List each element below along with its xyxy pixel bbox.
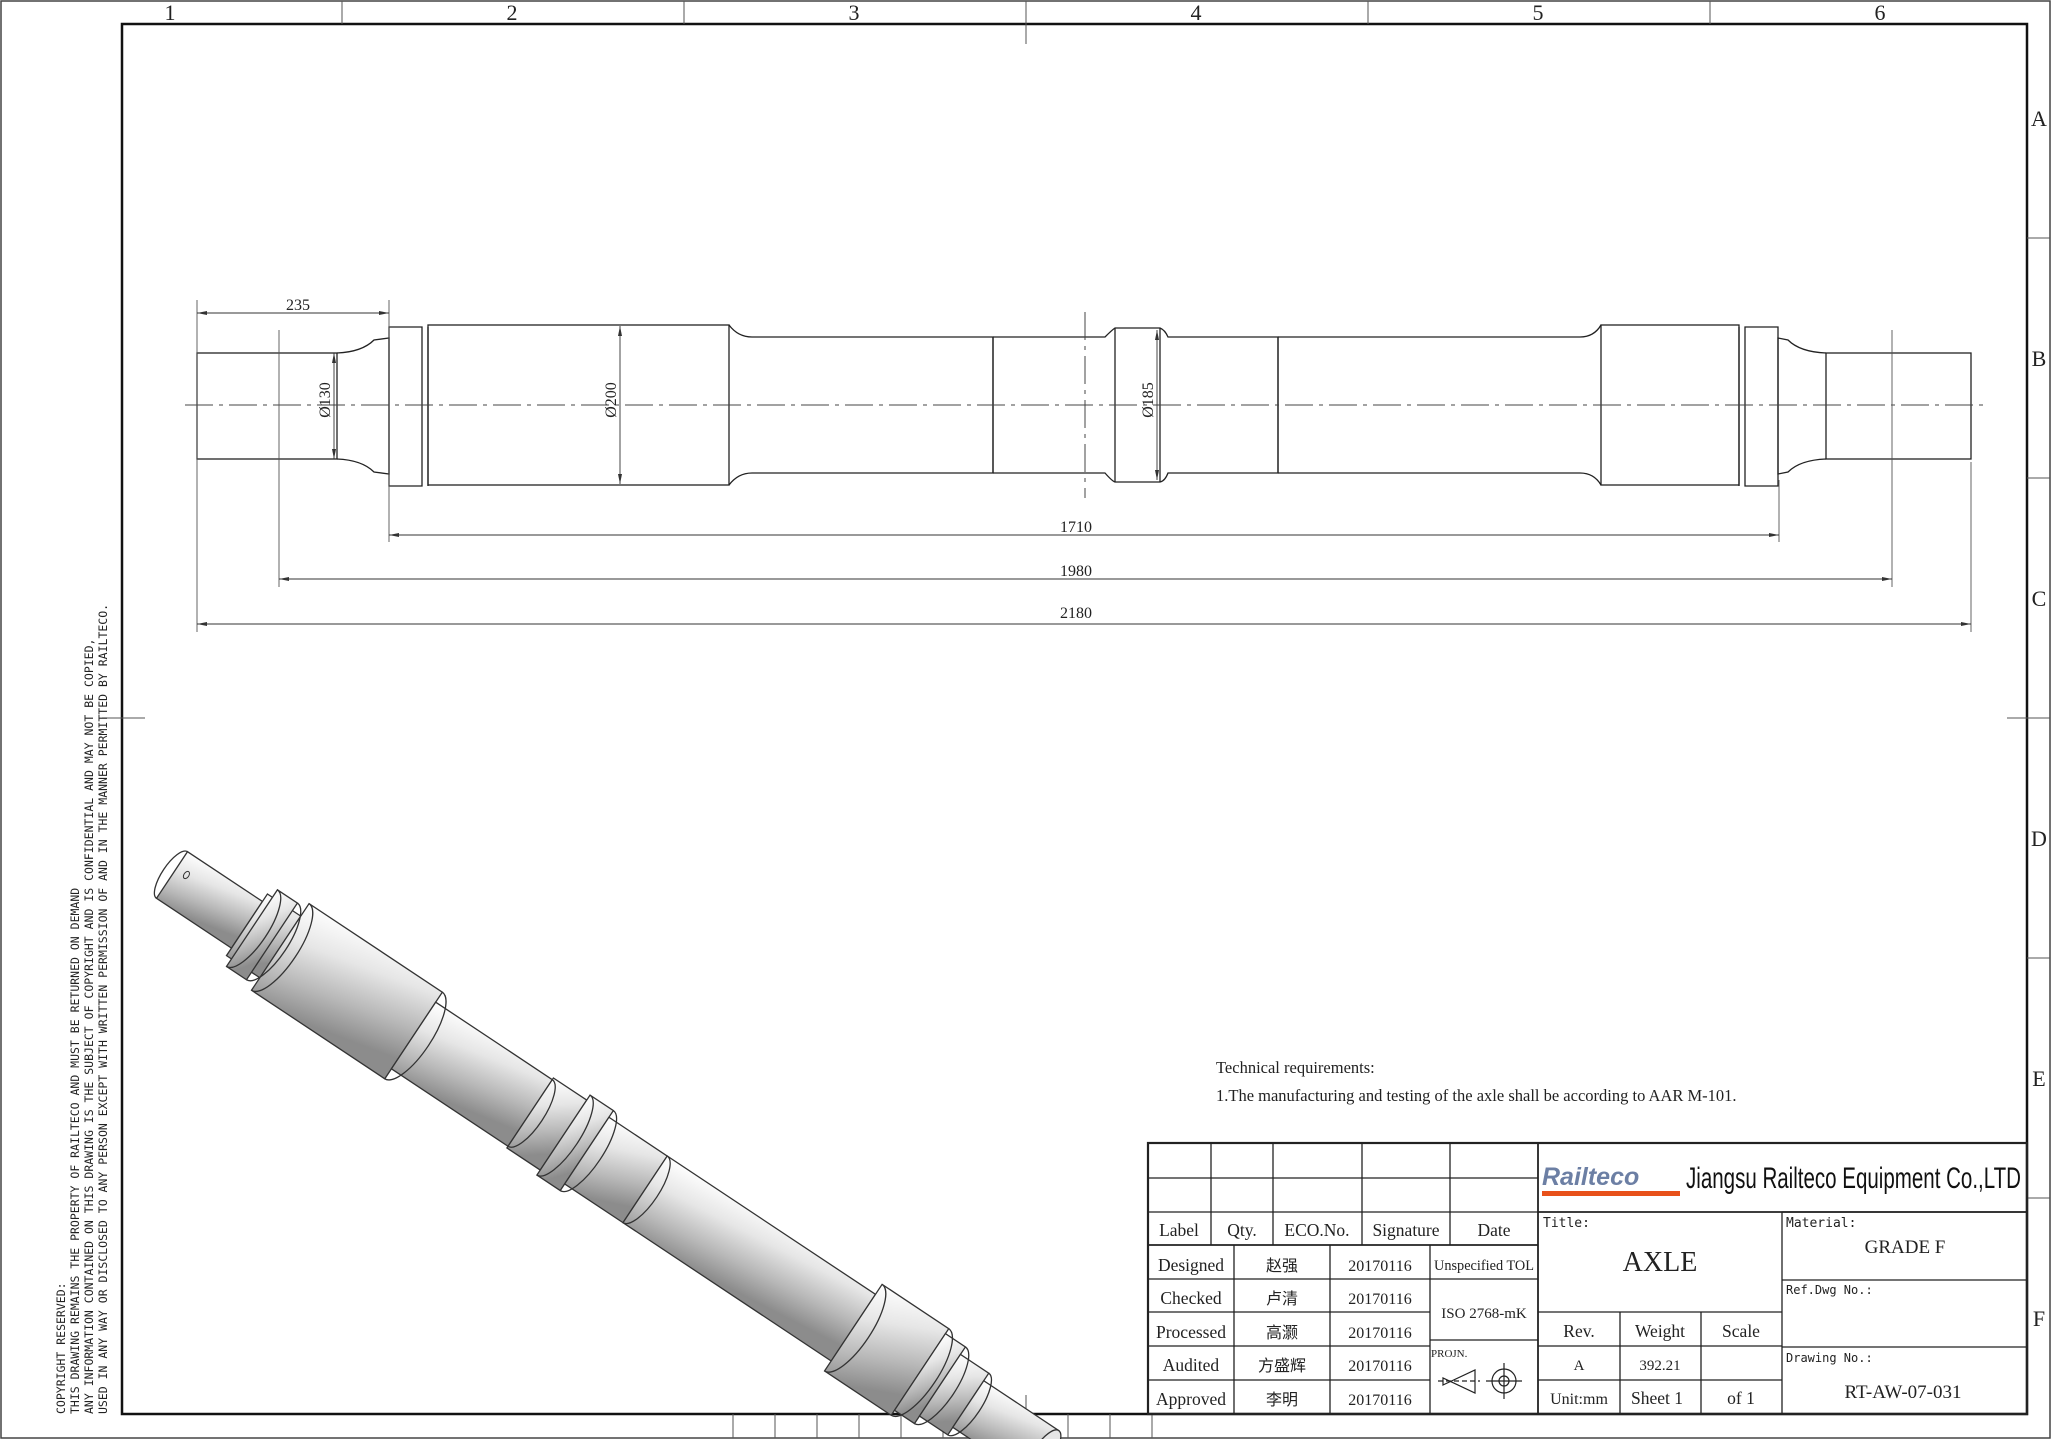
zone-col-2: 2 (507, 0, 518, 25)
unspecified-tol: Unspecified TOL (1434, 1258, 1534, 1274)
railteco-logo: Railteco (1542, 1163, 1680, 1196)
signoff-date: 20170116 (1348, 1325, 1411, 1342)
signoff-name: 卢清 (1266, 1290, 1298, 1308)
dim-journal-centers: 1710 (1060, 519, 1092, 536)
signoff-role: Checked (1160, 1288, 1221, 1308)
signoff-date: 20170116 (1348, 1392, 1411, 1409)
dim-journal-length: 235 (286, 297, 310, 314)
material-label: Material: (1786, 1216, 1856, 1231)
title-label: Title: (1543, 1216, 1590, 1231)
projection-label: PROJN. (1431, 1348, 1468, 1360)
signoff-date: 20170116 (1348, 1358, 1411, 1375)
tech-req-heading: Technical requirements: (1216, 1058, 1375, 1077)
zone-col-4: 4 (1191, 0, 1202, 25)
zone-ticks (102, 1, 2050, 1438)
signoff-role: Processed (1156, 1322, 1226, 1342)
zone-row-d: D (2031, 826, 2047, 851)
header-label: Label (1159, 1220, 1199, 1240)
weight-value: 392.21 (1639, 1358, 1680, 1374)
zone-row-f: F (2033, 1306, 2045, 1331)
extension-lines (196, 300, 1972, 632)
copyright-notice: COPYRIGHT RESERVED: THIS DRAWING REMAINS… (54, 604, 110, 1414)
dimension-lines (197, 311, 1971, 626)
dim-journal-diameter: Ø130 (317, 382, 334, 418)
logo-text: Railteco (1542, 1163, 1639, 1191)
header-date: Date (1477, 1220, 1510, 1240)
zone-col-3: 3 (849, 0, 860, 25)
zone-row-a: A (2031, 106, 2047, 131)
unit-value: Unit:mm (1550, 1391, 1608, 1408)
copyright-line-3: ANY INFORMATION CONTAINED ON THIS DRAWIN… (82, 639, 96, 1414)
sheet-value: Sheet 1 (1631, 1388, 1683, 1408)
signoff-role: Audited (1163, 1355, 1220, 1375)
centerlines (185, 312, 1985, 498)
header-qty: Qty. (1227, 1220, 1257, 1240)
weight-label: Weight (1635, 1321, 1685, 1341)
copyright-line-1: COPYRIGHT RESERVED: (54, 1282, 68, 1414)
material-value: GRADE F (1865, 1237, 1946, 1258)
rev-label: Rev. (1563, 1321, 1594, 1341)
title-block (1146, 1141, 2029, 1416)
axle-3d-view (153, 850, 1062, 1439)
inner-border (120, 22, 2029, 1416)
drawing-title: AXLE (1623, 1247, 1698, 1278)
signoff-role: Designed (1158, 1255, 1224, 1275)
ref-dwg-label: Ref.Dwg No.: (1786, 1283, 1873, 1297)
signoff-name: 赵强 (1266, 1257, 1298, 1275)
signoff-name: 李明 (1266, 1391, 1298, 1409)
signoff-name: 高灏 (1266, 1324, 1298, 1342)
signoff-date: 20170116 (1348, 1291, 1411, 1308)
scale-label: Scale (1722, 1321, 1760, 1341)
zone-col-1: 1 (165, 0, 176, 25)
header-signature: Signature (1372, 1220, 1439, 1240)
copyright-line-2: THIS DRAWING REMAINS THE PROPERTY OF RAI… (68, 888, 82, 1414)
dim-seat-span: 1980 (1060, 563, 1092, 580)
signoff-name: 方盛辉 (1258, 1357, 1306, 1375)
company-name: Jiangsu Railteco Equipment Co.,LTD (1686, 1162, 2021, 1195)
drawing-number: RT-AW-07-031 (1845, 1382, 1962, 1403)
sheet-of: of 1 (1727, 1388, 1755, 1408)
zone-row-c: C (2032, 586, 2047, 611)
rev-value: A (1574, 1358, 1585, 1374)
signoff-date: 20170116 (1348, 1258, 1411, 1275)
zone-row-b: B (2032, 346, 2047, 371)
drawing-no-label: Drawing No.: (1786, 1351, 1873, 1365)
tech-req-item-1: 1.The manufacturing and testing of the a… (1216, 1086, 1737, 1105)
dim-center-diameter: Ø185 (1140, 382, 1157, 418)
dim-wheel-seat-diameter: Ø200 (603, 382, 620, 418)
dim-overall-length: 2180 (1060, 605, 1092, 622)
copyright-line-4: USED IN ANY WAY OR DISCLOSED TO ANY PERS… (96, 604, 110, 1414)
projection-symbol-icon (1438, 1363, 1522, 1399)
iso-tolerance: ISO 2768-mK (1441, 1306, 1527, 1322)
header-eco: ECO.No. (1284, 1220, 1349, 1240)
zone-row-e: E (2032, 1066, 2045, 1091)
signoff-role: Approved (1156, 1389, 1226, 1409)
zone-col-6: 6 (1875, 0, 1886, 25)
zone-col-5: 5 (1533, 0, 1544, 25)
